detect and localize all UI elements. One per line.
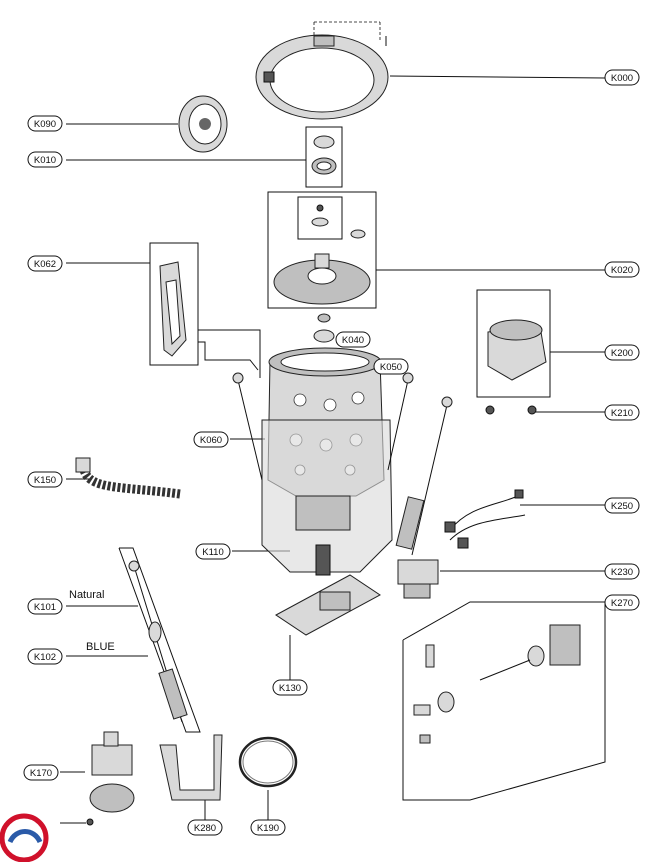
blue-note: BLUE (86, 641, 115, 653)
svg-text:K130: K130 (279, 683, 301, 694)
pulsator-part (273, 204, 371, 305)
callout-k150[interactable]: K150 (27, 471, 63, 488)
svg-text:K150: K150 (34, 475, 56, 486)
callout-k130[interactable]: K130 (272, 679, 308, 696)
svg-text:K210: K210 (611, 408, 633, 419)
bracket-part (159, 734, 223, 801)
svg-text:K101: K101 (34, 602, 56, 613)
hub-part (313, 313, 335, 343)
damper-part (128, 560, 188, 723)
svg-text:K110: K110 (202, 547, 223, 558)
coupling-part (311, 135, 337, 175)
svg-text:K280: K280 (194, 823, 216, 834)
svg-text:K050: K050 (380, 362, 402, 373)
suspension-rods (232, 372, 453, 556)
svg-text:K000: K000 (611, 73, 633, 84)
lid-frame-part (255, 21, 389, 120)
callout-k230[interactable]: K230 (604, 563, 640, 580)
callout-k200[interactable]: K200 (604, 344, 640, 361)
drain-hose-part (75, 457, 181, 499)
svg-text:K020: K020 (611, 265, 633, 276)
svg-text:K010: K010 (34, 155, 56, 166)
callout-k010[interactable]: K010 (27, 151, 63, 168)
inlet-valve-part (86, 731, 135, 826)
natural-note: Natural (69, 589, 104, 601)
group-frames (118, 126, 606, 801)
callout-k000[interactable]: K000 (604, 69, 640, 86)
water-valve-part (397, 559, 439, 599)
svg-text:K090: K090 (34, 119, 56, 130)
lint-filter-part (178, 95, 228, 153)
svg-text:K040: K040 (342, 335, 364, 346)
callout-labels: K000 K090 K010 K020 K062 K040 K050 K200 … (23, 69, 640, 836)
callout-k040[interactable]: K040 (335, 331, 371, 348)
svg-text:K170: K170 (30, 768, 52, 779)
svg-text:K270: K270 (611, 598, 633, 609)
belt-part (238, 736, 298, 788)
callout-k280[interactable]: K280 (187, 819, 223, 836)
callout-k102[interactable]: K102 (27, 648, 63, 665)
callout-k250[interactable]: K250 (604, 497, 640, 514)
svg-text:K200: K200 (611, 348, 633, 359)
base-plate-part (275, 574, 381, 636)
callout-k062[interactable]: K062 (27, 255, 63, 272)
wire-harness-part (444, 489, 526, 549)
svg-text:K060: K060 (200, 435, 222, 446)
callout-k090[interactable]: K090 (27, 115, 63, 132)
drain-pump-part (413, 624, 581, 744)
outer-tub-part (261, 419, 393, 576)
svg-text:K250: K250 (611, 501, 633, 512)
callout-k210[interactable]: K210 (604, 404, 640, 421)
motor-part (485, 319, 547, 415)
callout-k101[interactable]: K101 (27, 598, 63, 615)
callout-k060[interactable]: K060 (193, 431, 229, 448)
svg-text:K230: K230 (611, 567, 633, 578)
svg-text:K190: K190 (257, 823, 279, 834)
callout-k190[interactable]: K190 (250, 819, 286, 836)
callout-k020[interactable]: K020 (604, 261, 640, 278)
svg-text:K062: K062 (34, 259, 56, 270)
brand-logo (0, 813, 49, 862)
svg-text:K102: K102 (34, 652, 56, 663)
callout-k170[interactable]: K170 (23, 764, 59, 781)
callout-k050[interactable]: K050 (373, 358, 409, 375)
callout-k110[interactable]: K110 (195, 543, 231, 560)
callout-k270[interactable]: K270 (604, 594, 640, 611)
balance-channel-part (159, 261, 187, 357)
